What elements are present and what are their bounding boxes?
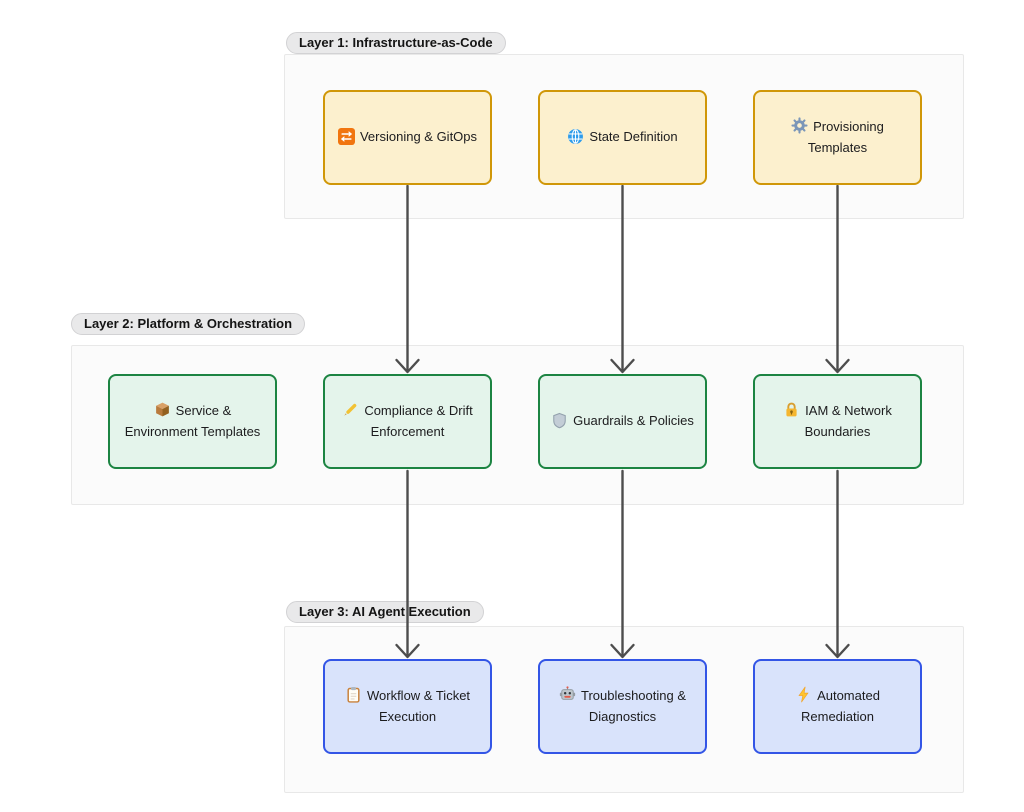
package-icon <box>154 401 171 418</box>
node-label: Troubleshooting & Diagnostics <box>580 687 687 724</box>
node-label: Service & Environment Templates <box>124 402 261 439</box>
node-troubleshooting-diagnostics: Troubleshooting & Diagnostics <box>538 659 707 754</box>
clipboard-icon <box>345 686 362 703</box>
node-workflow-ticket-execution: Workflow & Ticket Execution <box>323 659 492 754</box>
layer-1-title: Layer 1: Infrastructure-as-Code <box>286 32 506 54</box>
lightning-icon <box>795 686 812 703</box>
node-guardrails-policies: Guardrails & Policies <box>538 374 707 469</box>
pencil-icon <box>342 401 359 418</box>
gear-icon <box>791 117 808 134</box>
node-label: Versioning & GitOps <box>359 129 478 145</box>
globe-icon <box>567 128 584 145</box>
robot-icon <box>559 686 576 703</box>
node-label: IAM & Network Boundaries <box>804 402 892 439</box>
node-compliance-drift-enforcement: Compliance & Drift Enforcement <box>323 374 492 469</box>
node-label: Automated Remediation <box>801 687 880 724</box>
node-state-definition: State Definition <box>538 90 707 185</box>
node-automated-remediation: Automated Remediation <box>753 659 922 754</box>
layer-3-title: Layer 3: AI Agent Execution <box>286 601 484 623</box>
node-label: Provisioning Templates <box>807 118 884 155</box>
node-label: State Definition <box>589 129 678 145</box>
node-service-environment-templates: Service & Environment Templates <box>108 374 277 469</box>
node-provisioning-templates: Provisioning Templates <box>753 90 922 185</box>
node-label: Workflow & Ticket Execution <box>366 687 471 724</box>
lock-icon <box>783 401 800 418</box>
refresh-icon <box>337 127 355 145</box>
shield-icon <box>551 412 568 429</box>
node-label: Guardrails & Policies <box>573 413 694 429</box>
node-iam-network-boundaries: IAM & Network Boundaries <box>753 374 922 469</box>
layer-2-title: Layer 2: Platform & Orchestration <box>71 313 306 335</box>
node-label: Compliance & Drift Enforcement <box>364 402 473 439</box>
node-versioning-gitops: Versioning & GitOps <box>323 90 492 185</box>
